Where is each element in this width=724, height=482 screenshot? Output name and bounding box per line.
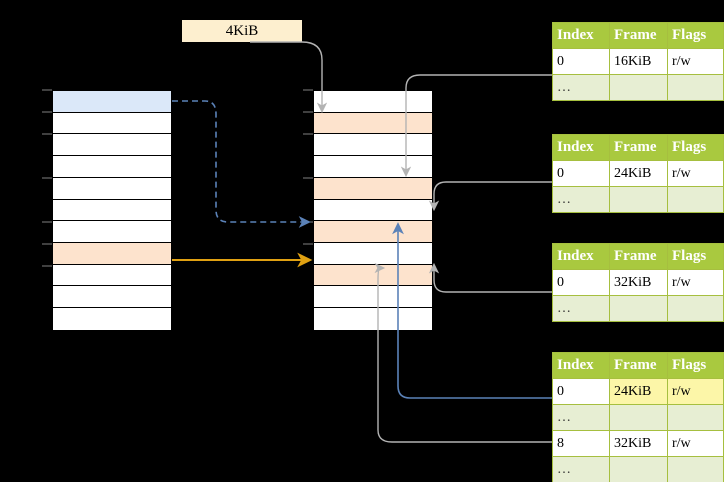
- virtual-page-row: [53, 91, 171, 113]
- connector-table2-to-frame: [428, 262, 552, 293]
- table-row[interactable]: …: [552, 186, 724, 213]
- virtual-page-row: [53, 199, 171, 222]
- column-header-index: Index: [552, 243, 610, 270]
- physical-memory-column: [313, 90, 433, 331]
- cell-index: …: [552, 295, 610, 322]
- virtual-address-space-column: [52, 90, 172, 331]
- table-row[interactable]: …: [552, 404, 724, 431]
- cell-frame: 32KiB: [609, 269, 668, 296]
- virtual-page-row: [53, 112, 171, 135]
- cell-index: …: [552, 404, 610, 431]
- cell-flags: [667, 74, 724, 101]
- cell-index: 0: [552, 160, 610, 187]
- cell-frame: [609, 74, 668, 101]
- connector-table3-row0-to-physical: [392, 222, 552, 399]
- physical-frame-row: [314, 112, 432, 135]
- cell-index: 8: [552, 430, 610, 457]
- physical-frame-row: [314, 177, 432, 200]
- physical-frame-row: [314, 286, 432, 309]
- physical-frame-row: [314, 91, 432, 113]
- cell-flags: [667, 295, 724, 322]
- cell-index: …: [552, 456, 610, 482]
- cell-frame: [609, 404, 668, 431]
- cell-frame: 24KiB: [609, 160, 668, 187]
- table-row[interactable]: …: [552, 456, 724, 482]
- virtual-page-row: [53, 308, 171, 330]
- physical-frame-row: [314, 199, 432, 222]
- column-header-flags: Flags: [667, 243, 724, 270]
- cell-flags: r/w: [667, 160, 724, 187]
- virtual-page-row: [53, 221, 171, 244]
- cell-frame: 24KiB: [609, 378, 668, 405]
- virtual-page-row: [53, 156, 171, 178]
- column-header-index: Index: [552, 352, 610, 379]
- label-4kib: 4KiB: [182, 20, 302, 42]
- table-row[interactable]: …: [552, 295, 724, 322]
- virtual-page-row: [53, 264, 171, 287]
- column-header-frame: Frame: [609, 134, 668, 161]
- cell-frame: [609, 456, 668, 482]
- cell-flags: [667, 186, 724, 213]
- physical-frame-row: [314, 243, 432, 265]
- virtual-page-row: [53, 177, 171, 200]
- physical-frame-row: [314, 308, 432, 330]
- cell-index: 0: [552, 269, 610, 296]
- cell-flags: [667, 404, 724, 431]
- column-header-index: Index: [552, 134, 610, 161]
- row-tick-marks: [42, 89, 313, 267]
- connector-virtual-to-physical-dashed: [172, 100, 311, 228]
- cell-flags: r/w: [667, 269, 724, 296]
- cell-index: …: [552, 74, 610, 101]
- physical-frame-row: [314, 134, 432, 157]
- column-header-frame: Frame: [609, 352, 668, 379]
- virtual-page-row: [53, 243, 171, 265]
- column-header-flags: Flags: [667, 22, 724, 49]
- virtual-page-row: [53, 286, 171, 309]
- connector-table3-row8-to-frame: [374, 262, 552, 443]
- connector-4kib-to-frame: [250, 41, 328, 114]
- cell-flags: [667, 456, 724, 482]
- connector-table0-to-frame: [400, 74, 552, 178]
- column-header-index: Index: [552, 22, 610, 49]
- cell-index: …: [552, 186, 610, 213]
- physical-frame-row: [314, 264, 432, 287]
- virtual-page-row: [53, 134, 171, 157]
- table-row[interactable]: …: [552, 74, 724, 101]
- cell-frame: [609, 295, 668, 322]
- connector-table1-to-frame: [428, 181, 552, 212]
- column-header-frame: Frame: [609, 243, 668, 270]
